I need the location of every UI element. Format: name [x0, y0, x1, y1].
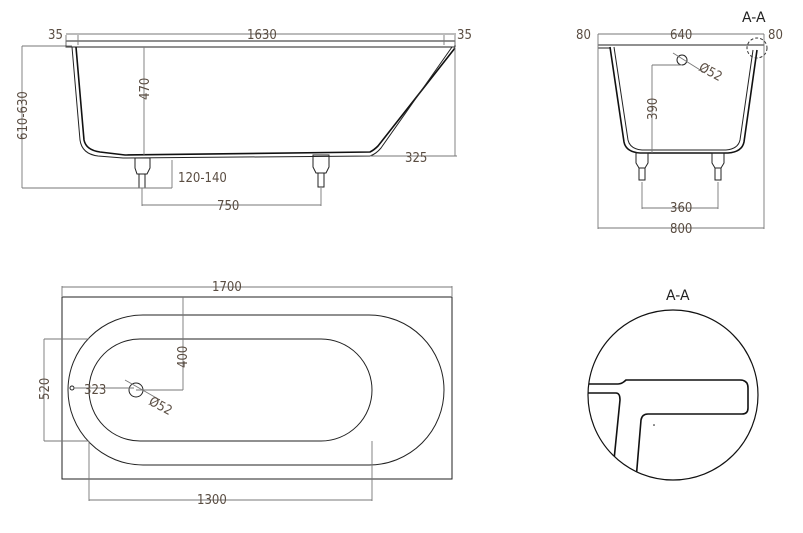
- dim-325: 325: [405, 151, 427, 166]
- dim-1700: 1700: [212, 280, 242, 295]
- dim-120-140: 120-140: [178, 171, 227, 186]
- detail-circle: [587, 309, 759, 481]
- dim-750: 750: [217, 199, 239, 214]
- dim-d52-section: Ø52: [696, 60, 724, 85]
- dim-390: 390: [646, 98, 661, 120]
- dim-80-left: 80: [576, 28, 591, 43]
- dim-d52-top: Ø52: [146, 394, 174, 419]
- dim-323: 323: [84, 383, 106, 398]
- top-rim: [61, 296, 453, 480]
- dim-640: 640: [670, 28, 692, 43]
- section-legs: [635, 152, 725, 181]
- dim-470: 470: [138, 78, 153, 100]
- section-view: A-A 80 640 80 Ø52 390 360 800: [576, 10, 783, 237]
- dim-800: 800: [670, 222, 692, 237]
- detail-marker-circle: [746, 37, 768, 59]
- dim-1300: 1300: [197, 493, 227, 508]
- detail-view: A-A: [587, 288, 759, 481]
- top-inner-basin: [88, 338, 373, 442]
- dim-610-630: 610-630: [16, 91, 31, 140]
- section-outer-shell: [609, 46, 758, 154]
- dim-1630: 1630: [247, 28, 277, 43]
- side-leg-right: [312, 154, 330, 188]
- dim-520: 520: [38, 378, 53, 400]
- top-outer-basin: [67, 314, 445, 466]
- side-leg-left: [134, 157, 151, 189]
- detail-title: A-A: [666, 288, 690, 304]
- top-view: 1700 400 520 323 Ø52 1300: [38, 280, 453, 508]
- side-view: 35 1630 35 610-630 470 120-140 750 325: [16, 28, 472, 214]
- side-outer-shell: [75, 46, 456, 156]
- dim-35-right: 35: [457, 28, 472, 43]
- dim-35-left: 35: [48, 28, 63, 43]
- dim-80-right: 80: [768, 28, 783, 43]
- section-title: A-A: [742, 10, 766, 26]
- dim-400: 400: [176, 346, 191, 368]
- dim-360: 360: [670, 201, 692, 216]
- side-inner-shell: [71, 46, 453, 159]
